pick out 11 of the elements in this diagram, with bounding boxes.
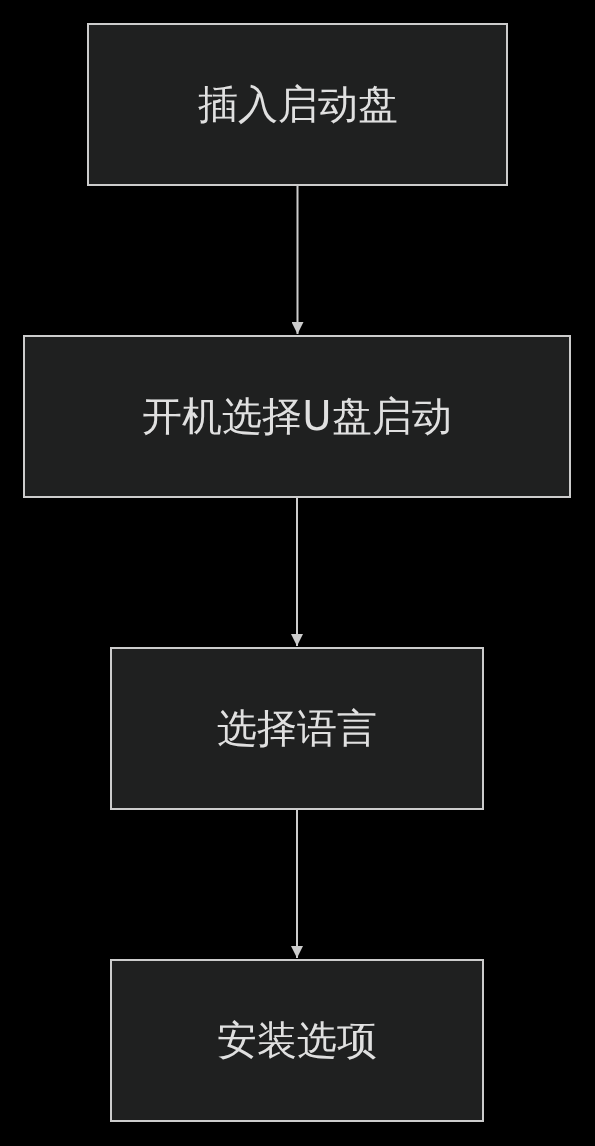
process-box [23, 335, 571, 498]
step-label: 插入启动盘 [197, 80, 398, 129]
process-box [110, 647, 484, 810]
arrow [291, 185, 304, 335]
process-box [110, 959, 484, 1122]
arrow [291, 497, 303, 647]
step-label: 安装选项 [217, 1016, 377, 1065]
step-label: 开机选择U盘启动 [142, 392, 452, 441]
arrow [291, 809, 303, 959]
step-label: 选择语言 [217, 704, 377, 753]
process-box [87, 23, 508, 186]
